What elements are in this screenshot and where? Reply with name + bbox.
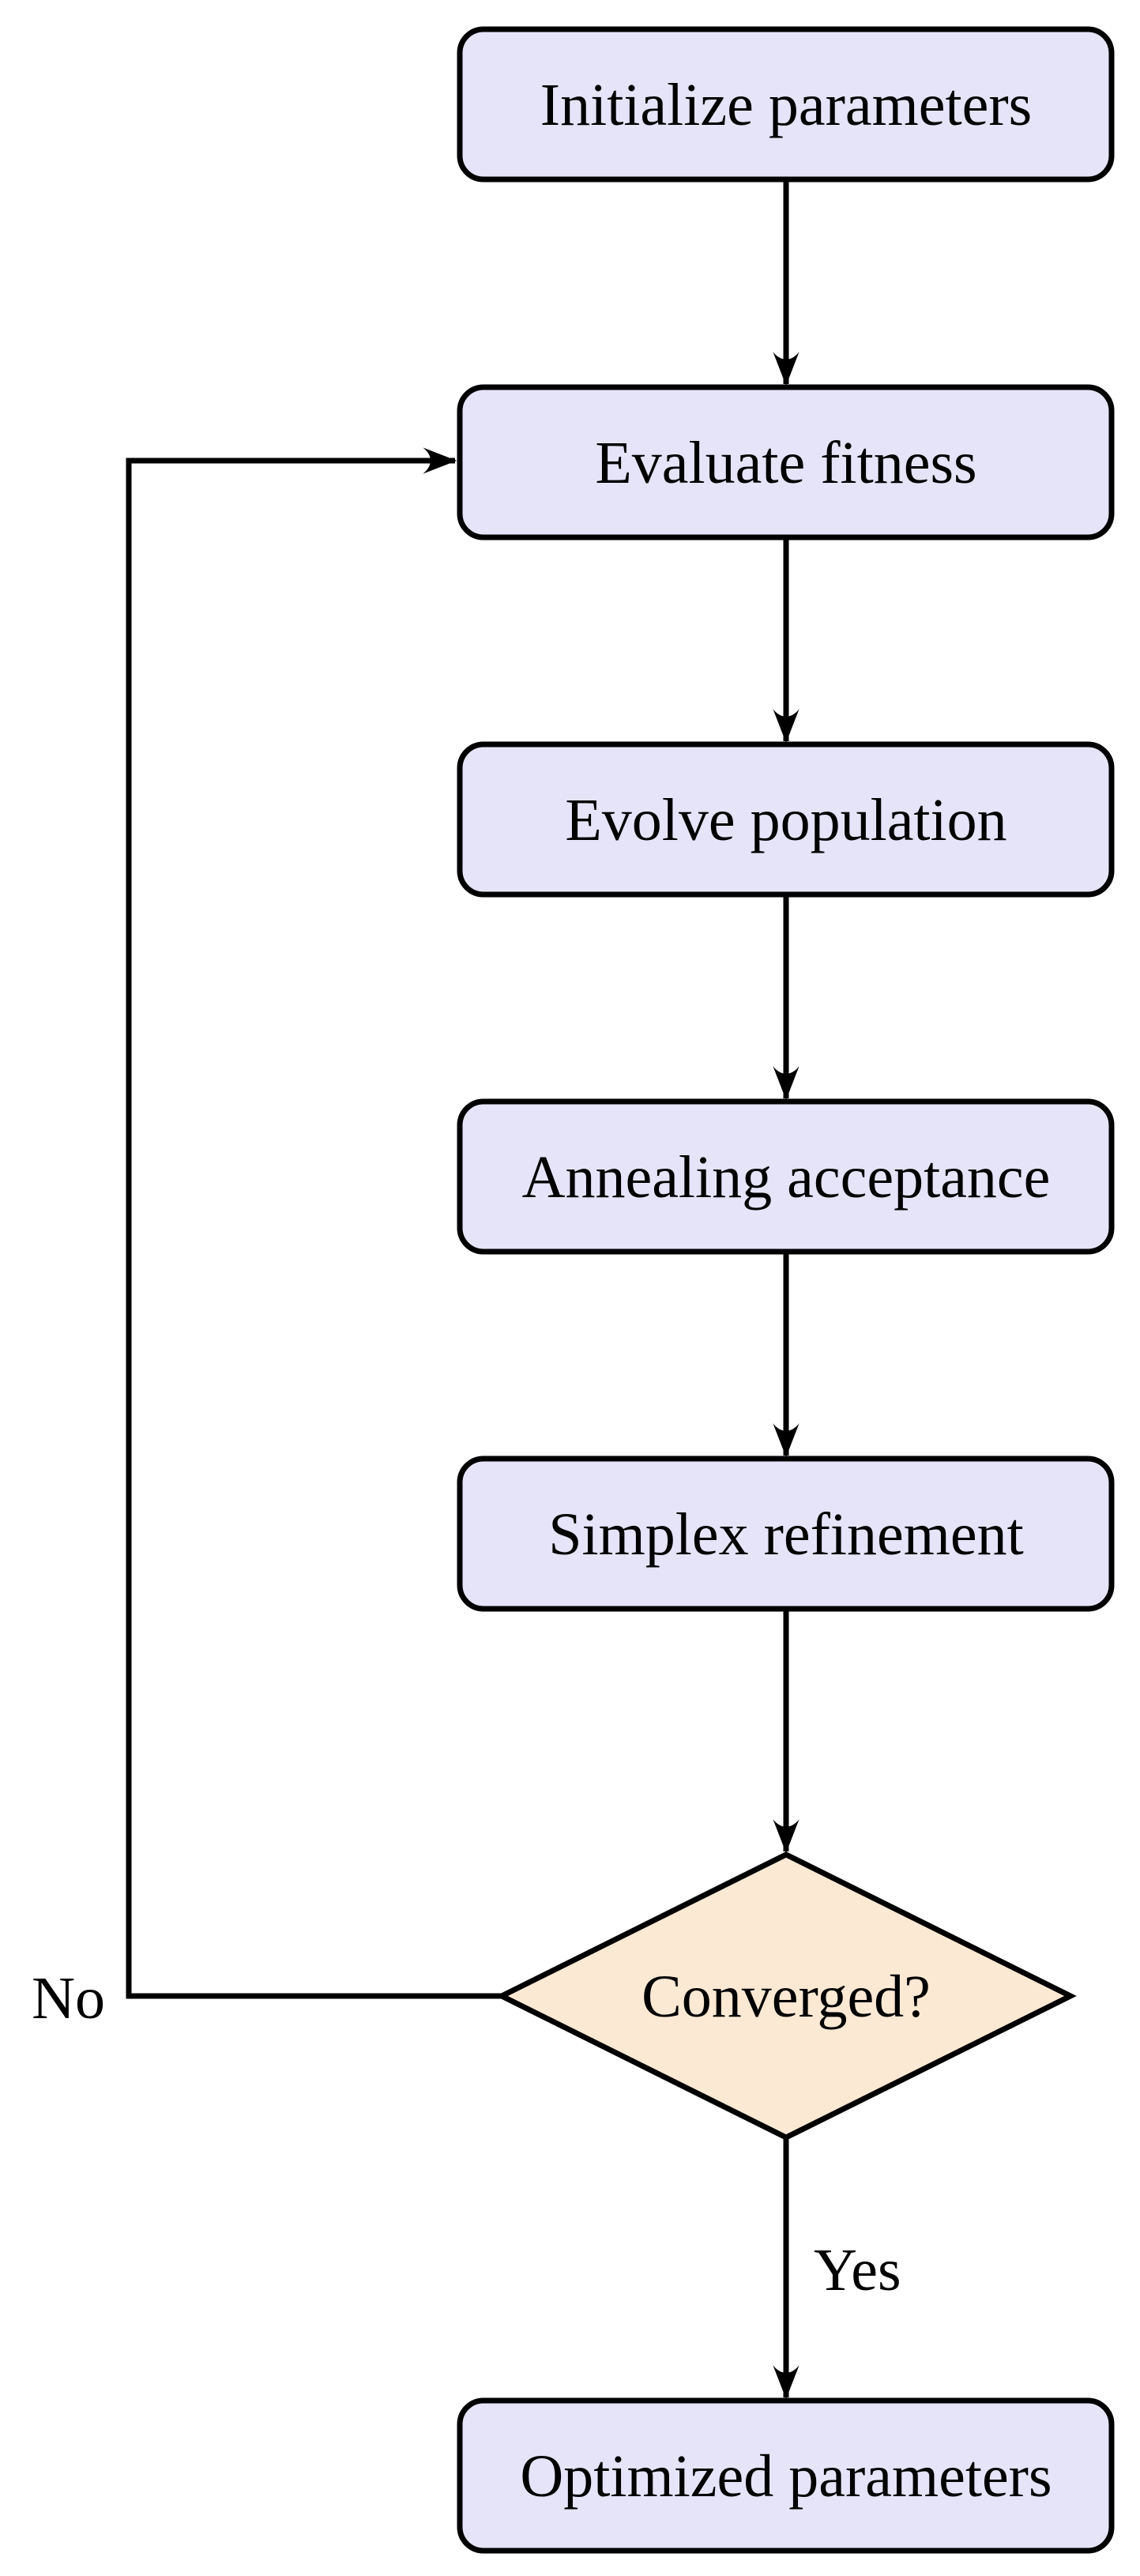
node-converged-decision (495, 1851, 1077, 2141)
label-converged-question: Converged? (641, 1964, 931, 2030)
label-evaluate-fitness: Evaluate fitness (595, 430, 976, 496)
label-simplex-refinement: Simplex refinement (548, 1501, 1024, 1568)
label-initialize-parameters: Initialize parameters (540, 72, 1032, 138)
label-annealing-acceptance: Annealing acceptance (522, 1144, 1051, 1211)
edge-label-no: No (32, 1965, 105, 2032)
arrow-converged-no-loop-to-evaluate (126, 447, 502, 1999)
node-optimized-parameters (457, 2397, 1115, 2554)
edge-label-yes: Yes (814, 2237, 901, 2303)
label-optimized-parameters: Optimized parameters (520, 2443, 1052, 2510)
node-simplex-refinement (457, 1456, 1115, 1612)
label-evolve-population: Evolve population (565, 787, 1006, 853)
node-evaluate-fitness (457, 384, 1115, 540)
node-initialize-parameters (457, 26, 1115, 183)
node-annealing-acceptance (457, 1098, 1115, 1255)
node-evolve-population (457, 741, 1115, 898)
